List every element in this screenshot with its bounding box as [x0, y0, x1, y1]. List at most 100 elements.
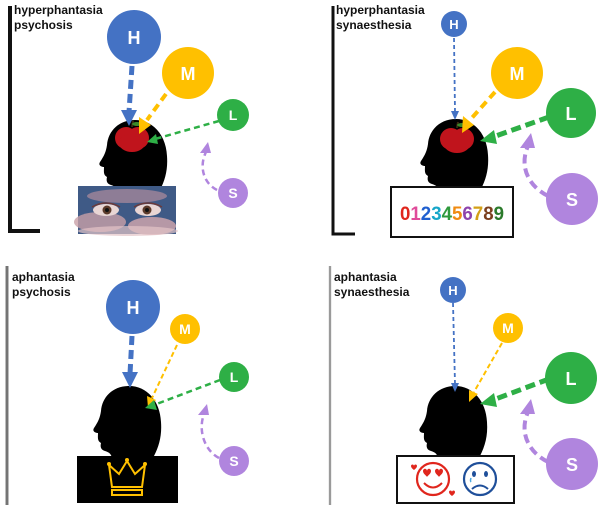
- title-line-1: aphantasia: [12, 270, 75, 284]
- panel-title-aphantasia-synaesthesia: aphantasia synaesthesia: [334, 270, 409, 300]
- arrow-h: [126, 65, 135, 113]
- node-h-label: H: [449, 17, 458, 32]
- node-m-label: M: [510, 64, 525, 84]
- digit-2: 2: [421, 204, 431, 225]
- node-l-label: L: [566, 104, 577, 124]
- node-h-label: H: [127, 298, 140, 318]
- title-line-1: hyperphantasia: [336, 3, 425, 17]
- panel-hyperphantasia-psychosis: H M L S: [8, 6, 249, 236]
- node-h: H: [106, 280, 160, 334]
- node-h: H: [440, 277, 466, 303]
- arrowhead-h: [451, 111, 459, 120]
- panel-title-hyperphantasia-psychosis: hyperphantasia psychosis: [14, 3, 103, 33]
- arrowhead-h: [122, 372, 138, 388]
- arrow-m: [151, 344, 178, 399]
- arrowhead-m: [139, 117, 151, 134]
- node-m: M: [491, 47, 543, 99]
- panel-aphantasia-synaesthesia: H M L S: [328, 266, 598, 505]
- arrow-s: [201, 151, 218, 192]
- digit-9: 9: [494, 204, 504, 225]
- node-s-label: S: [566, 455, 578, 475]
- arrowhead-s: [520, 133, 535, 148]
- node-h: H: [107, 10, 161, 64]
- title-line-1: hyperphantasia: [14, 3, 103, 17]
- title-line-2: psychosis: [12, 285, 71, 299]
- node-m-label: M: [179, 321, 191, 337]
- arrowhead-s: [200, 142, 211, 153]
- digit-0: 0: [400, 204, 410, 225]
- arrowhead-s: [198, 404, 209, 415]
- node-h-label: H: [128, 28, 141, 48]
- arrow-h: [127, 335, 135, 375]
- node-l: L: [217, 99, 249, 131]
- arrowhead-l: [147, 134, 158, 144]
- digit-4: 4: [442, 204, 453, 225]
- node-s: S: [546, 438, 598, 490]
- digit-5: 5: [452, 204, 463, 225]
- node-s-label: S: [566, 190, 578, 210]
- eyes-in-clouds-image: [74, 186, 178, 236]
- arrowhead-m: [469, 390, 478, 402]
- emoji-faces-image: [396, 455, 515, 504]
- node-l-label: L: [230, 369, 239, 385]
- node-l-label: L: [229, 107, 238, 123]
- panel-title-aphantasia-psychosis: aphantasia psychosis: [12, 270, 75, 300]
- arrow-h: [453, 37, 456, 113]
- crown-outline: [107, 459, 147, 488]
- node-l: L: [219, 362, 249, 392]
- panel-hyperphantasia-synaesthesia: H M L S 0123456789: [331, 6, 598, 238]
- arrowhead-h: [451, 383, 459, 392]
- title-line-2: synaesthesia: [336, 18, 412, 32]
- arrow-s: [522, 411, 549, 464]
- arrowhead-l: [480, 393, 497, 407]
- node-m: M: [162, 47, 214, 99]
- arrowhead-l: [145, 400, 157, 410]
- arrow-h: [452, 302, 456, 385]
- node-h: H: [441, 11, 467, 37]
- digit-3: 3: [431, 204, 441, 225]
- title-line-2: synaesthesia: [334, 285, 410, 299]
- arrow-l: [492, 114, 550, 140]
- arrow-s: [522, 145, 549, 198]
- arrow-s: [200, 413, 220, 460]
- panel-aphantasia-psychosis: H M L S: [5, 266, 249, 505]
- golden-crown-image: [77, 456, 178, 503]
- arrow-l: [154, 119, 220, 141]
- arrow-m: [468, 90, 497, 122]
- title-line-2: psychosis: [14, 18, 73, 32]
- arrow-l: [153, 378, 221, 407]
- node-s-label: S: [229, 453, 238, 469]
- panel-title-hyperphantasia-synaesthesia: hyperphantasia synaesthesia: [336, 3, 425, 33]
- digit-7: 7: [473, 204, 483, 225]
- side-bracket: [331, 6, 355, 236]
- node-m: M: [170, 314, 200, 344]
- arrow-l: [492, 376, 550, 403]
- arrowhead-h: [121, 110, 137, 126]
- heart-eyes-face-icon: [411, 461, 455, 497]
- node-l: L: [546, 88, 596, 138]
- node-m: M: [493, 313, 523, 343]
- node-h-label: H: [448, 283, 457, 298]
- side-bracket: [8, 6, 40, 233]
- arrowhead-s: [520, 399, 535, 414]
- arrowhead-m: [462, 116, 474, 133]
- node-m-label: M: [181, 64, 196, 84]
- arrowhead-l: [480, 130, 497, 144]
- title-line-1: aphantasia: [334, 270, 397, 284]
- digit-8: 8: [483, 204, 493, 225]
- node-s: S: [218, 178, 248, 208]
- node-s-label: S: [228, 185, 237, 201]
- digit-6: 6: [462, 204, 472, 225]
- node-m-label: M: [502, 320, 514, 336]
- arrow-m: [145, 92, 168, 122]
- colored-digits-image: 0123456789: [390, 186, 514, 238]
- node-l: L: [545, 352, 597, 404]
- node-l-label: L: [566, 369, 577, 389]
- node-s: S: [546, 173, 598, 225]
- digit-sequence: 0123456789: [400, 204, 504, 225]
- digit-1: 1: [410, 204, 421, 225]
- arrow-m: [473, 342, 503, 393]
- sad-face-icon: [462, 461, 498, 497]
- node-s: S: [219, 446, 249, 476]
